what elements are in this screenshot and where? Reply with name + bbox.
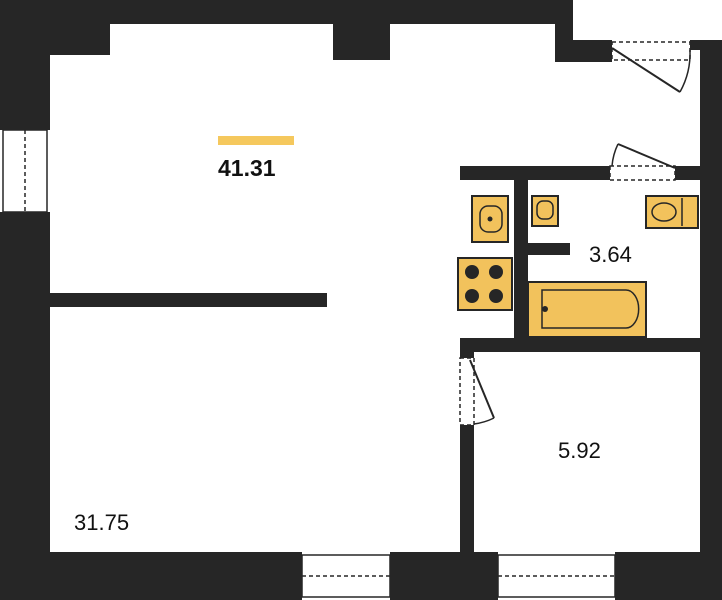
sink-icon (471, 195, 509, 243)
partition-living (50, 293, 327, 307)
total-area: 41.31 (218, 155, 276, 181)
wall-top-pillar (333, 0, 390, 60)
stove-icon (457, 257, 513, 311)
toilet-icon (645, 195, 699, 229)
door-icon (611, 41, 691, 93)
room-area-living: 31.75 (74, 510, 129, 535)
bathtub-icon (527, 281, 647, 338)
wall-top-right-ledge (555, 40, 612, 62)
door-icon (459, 357, 495, 426)
wall-bottom-left (0, 552, 302, 600)
wall-bottom-right (615, 552, 722, 600)
window-icon (301, 554, 391, 598)
wall-bottom-mid (390, 552, 498, 600)
room-area-bathroom: 3.64 (589, 242, 632, 267)
room-area-room: 5.92 (558, 438, 601, 463)
window-icon (2, 129, 48, 213)
wall-room-top (460, 338, 705, 352)
window-icon (497, 554, 616, 598)
interior-walls (50, 166, 705, 600)
wall-bath-stub (528, 243, 570, 255)
wall-bath-left (514, 180, 528, 345)
wall-left-bottom (0, 212, 50, 600)
wall-bath-top (460, 166, 610, 180)
wall-bath-top-right (675, 166, 705, 180)
wall-right-lower (700, 340, 722, 600)
door-icon (609, 143, 676, 181)
wall-top-right-block (555, 0, 573, 42)
wall-room-left-top (460, 338, 474, 358)
total-area-bar (218, 136, 294, 145)
wall-top-left (0, 0, 110, 55)
wall-right (700, 40, 722, 350)
sink-icon (531, 195, 559, 227)
wall-room-left (460, 425, 474, 600)
